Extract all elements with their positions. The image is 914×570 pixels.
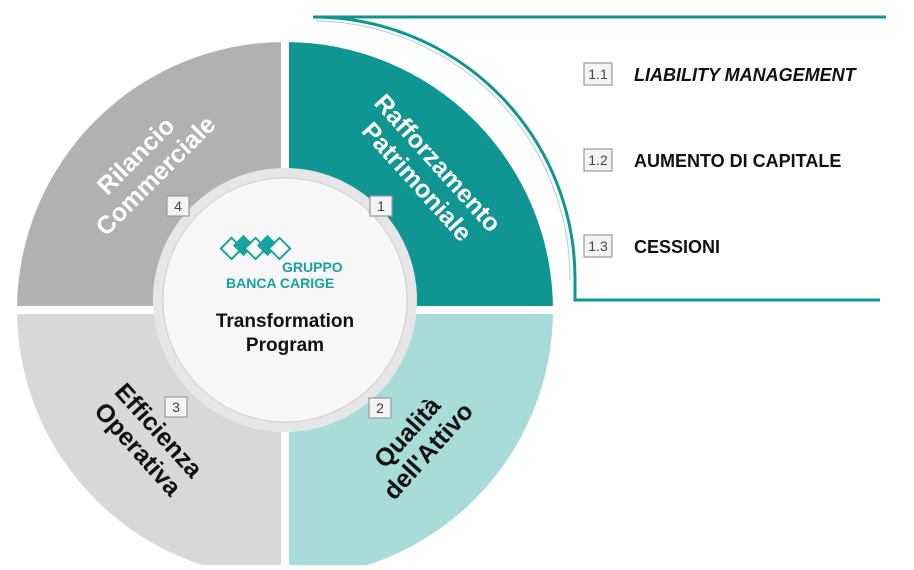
svg-text:1: 1 xyxy=(377,198,385,214)
badge-segment-4: 4 xyxy=(166,195,190,217)
list-item-1-1-label: LIABILITY MANAGEMENT xyxy=(634,65,858,85)
list-item-1-2-label: AUMENTO DI CAPITALE xyxy=(634,151,841,171)
center-title-line1: Transformation xyxy=(216,311,354,332)
svg-text:2: 2 xyxy=(376,400,384,416)
svg-text:3: 3 xyxy=(172,399,180,415)
logo-text-gruppo: GRUPPO xyxy=(282,259,343,275)
list-item-1-2: 1.2 AUMENTO DI CAPITALE xyxy=(583,148,841,172)
svg-text:1.2: 1.2 xyxy=(588,152,608,168)
list-item-1-3: 1.3 CESSIONI xyxy=(583,234,720,258)
badge-segment-2: 2 xyxy=(368,397,392,419)
callout-bracket xyxy=(312,15,886,302)
badge-segment-3: 3 xyxy=(164,396,188,418)
svg-text:1.3: 1.3 xyxy=(588,238,608,254)
badge-segment-1: 1 xyxy=(369,195,393,217)
svg-text:1.1: 1.1 xyxy=(588,66,608,82)
svg-text:4: 4 xyxy=(174,198,182,214)
center-circle xyxy=(162,177,408,423)
center-title-line2: Program xyxy=(246,335,324,356)
list-item-1-3-label: CESSIONI xyxy=(634,237,720,257)
carige-logo-icon xyxy=(219,234,292,261)
list-item-1-1: 1.1 LIABILITY MANAGEMENT xyxy=(583,62,858,86)
callout-bracket-shadow xyxy=(315,20,571,281)
logo-text-banca-carige: BANCA CARIGE xyxy=(226,275,334,291)
